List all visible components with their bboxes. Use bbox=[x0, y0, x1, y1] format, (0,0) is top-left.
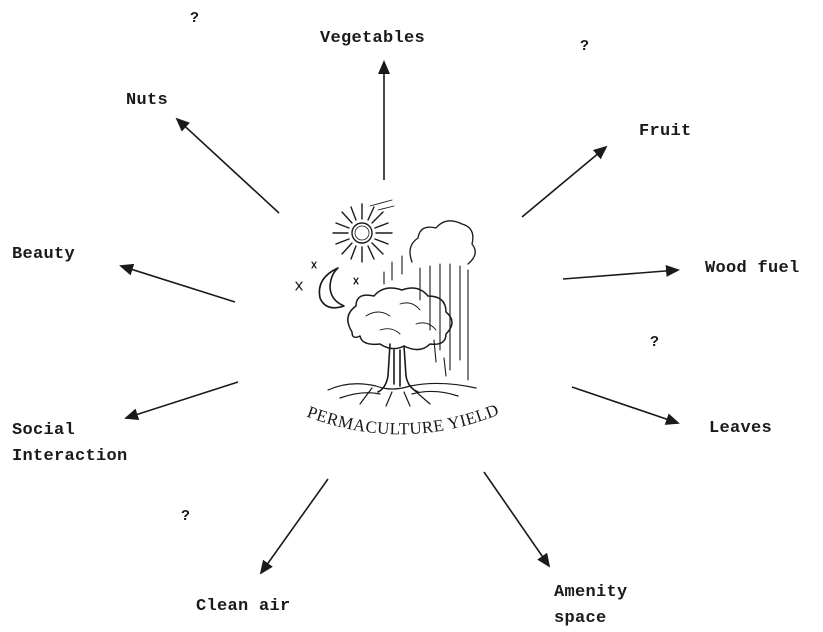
label-social-interaction: Social Interaction bbox=[12, 418, 128, 470]
unknown-yield-marker: ? bbox=[580, 38, 589, 55]
arrow-to-clean-air bbox=[261, 479, 328, 573]
unknown-yield-marker: ? bbox=[181, 508, 190, 525]
arrow-to-amenity-space bbox=[484, 472, 549, 566]
label-fruit: Fruit bbox=[639, 119, 692, 145]
unknown-yield-marker: ? bbox=[190, 10, 199, 27]
label-leaves: Leaves bbox=[709, 416, 772, 442]
label-beauty: Beauty bbox=[12, 242, 75, 268]
tree-icon bbox=[348, 288, 452, 350]
label-clean-air: Clean air bbox=[196, 594, 291, 620]
central-sketch-illustration bbox=[296, 200, 476, 406]
arrow-to-fruit bbox=[522, 147, 606, 217]
label-vegetables: Vegetables bbox=[320, 26, 425, 52]
moon-icon bbox=[319, 268, 344, 308]
label-nuts: Nuts bbox=[126, 88, 168, 114]
arrow-to-beauty bbox=[121, 266, 235, 302]
arrow-to-social-interaction bbox=[126, 382, 238, 418]
label-amenity-space: Amenity space bbox=[554, 580, 628, 632]
arrow-to-nuts bbox=[177, 119, 279, 213]
arrow-to-leaves bbox=[572, 387, 678, 423]
cloud-icon bbox=[410, 221, 475, 264]
label-wood-fuel: Wood fuel bbox=[705, 256, 800, 282]
rain-icon bbox=[384, 256, 468, 380]
unknown-yield-marker: ? bbox=[650, 334, 659, 351]
sun-icon bbox=[333, 200, 394, 262]
arrow-to-wood-fuel bbox=[563, 270, 678, 279]
caption-permaculture-yield: PERMACULTURE YIELD bbox=[305, 400, 502, 438]
